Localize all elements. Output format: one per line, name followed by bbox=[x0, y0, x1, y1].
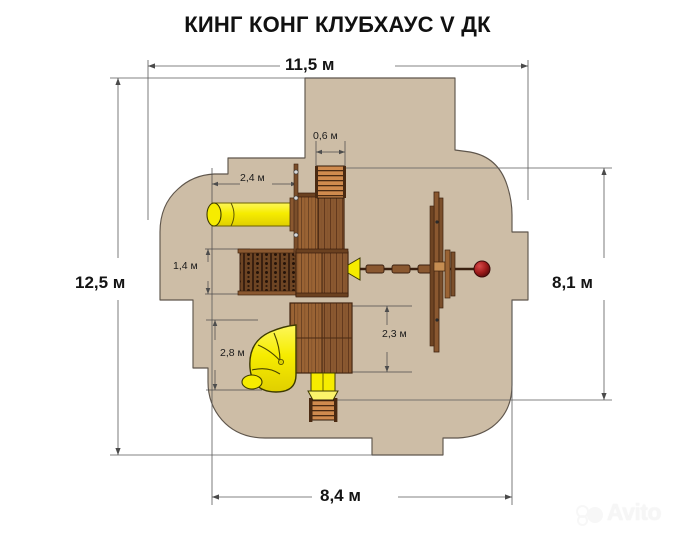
lower-platform bbox=[289, 302, 353, 374]
dimension-label-spiral-slide-depth: 2,8 м bbox=[220, 347, 245, 359]
dimension-lines bbox=[110, 60, 612, 505]
dimension-label-right: 8,1 м bbox=[552, 273, 593, 292]
access-ladder-bottom bbox=[307, 372, 339, 422]
red-ball-handle bbox=[455, 260, 491, 278]
dimension-label-top: 11,5 м bbox=[285, 55, 335, 74]
climbing-post bbox=[429, 191, 456, 353]
guard-rail-post bbox=[293, 163, 299, 257]
dimension-label-tunnel-projection: 2,4 м bbox=[240, 172, 265, 184]
dimension-label-left: 12,5 м bbox=[75, 273, 126, 292]
dimension-label-lower-platform: 2,3 м bbox=[382, 328, 407, 340]
avito-watermark-label: Avito bbox=[606, 499, 662, 525]
dimension-label-climbing-wall-depth: 1,4 м bbox=[173, 260, 198, 272]
spiral-tube-slide bbox=[241, 324, 297, 393]
avito-logo-icon bbox=[575, 503, 603, 526]
page-title: КИНГ КОНГ КЛУБХАУС V ДК bbox=[184, 12, 491, 37]
upper-platform bbox=[295, 192, 345, 251]
dimension-label-ladder-width: 0,6 м bbox=[313, 130, 338, 142]
balance-beam bbox=[347, 257, 476, 281]
dimension-label-bottom: 8,4 м bbox=[320, 486, 361, 505]
straight-tube-slide bbox=[206, 197, 301, 232]
access-ladder-top bbox=[315, 165, 346, 199]
avito-watermark: Avito bbox=[575, 499, 662, 526]
middle-platform bbox=[295, 248, 349, 298]
climbing-wall bbox=[237, 248, 302, 296]
